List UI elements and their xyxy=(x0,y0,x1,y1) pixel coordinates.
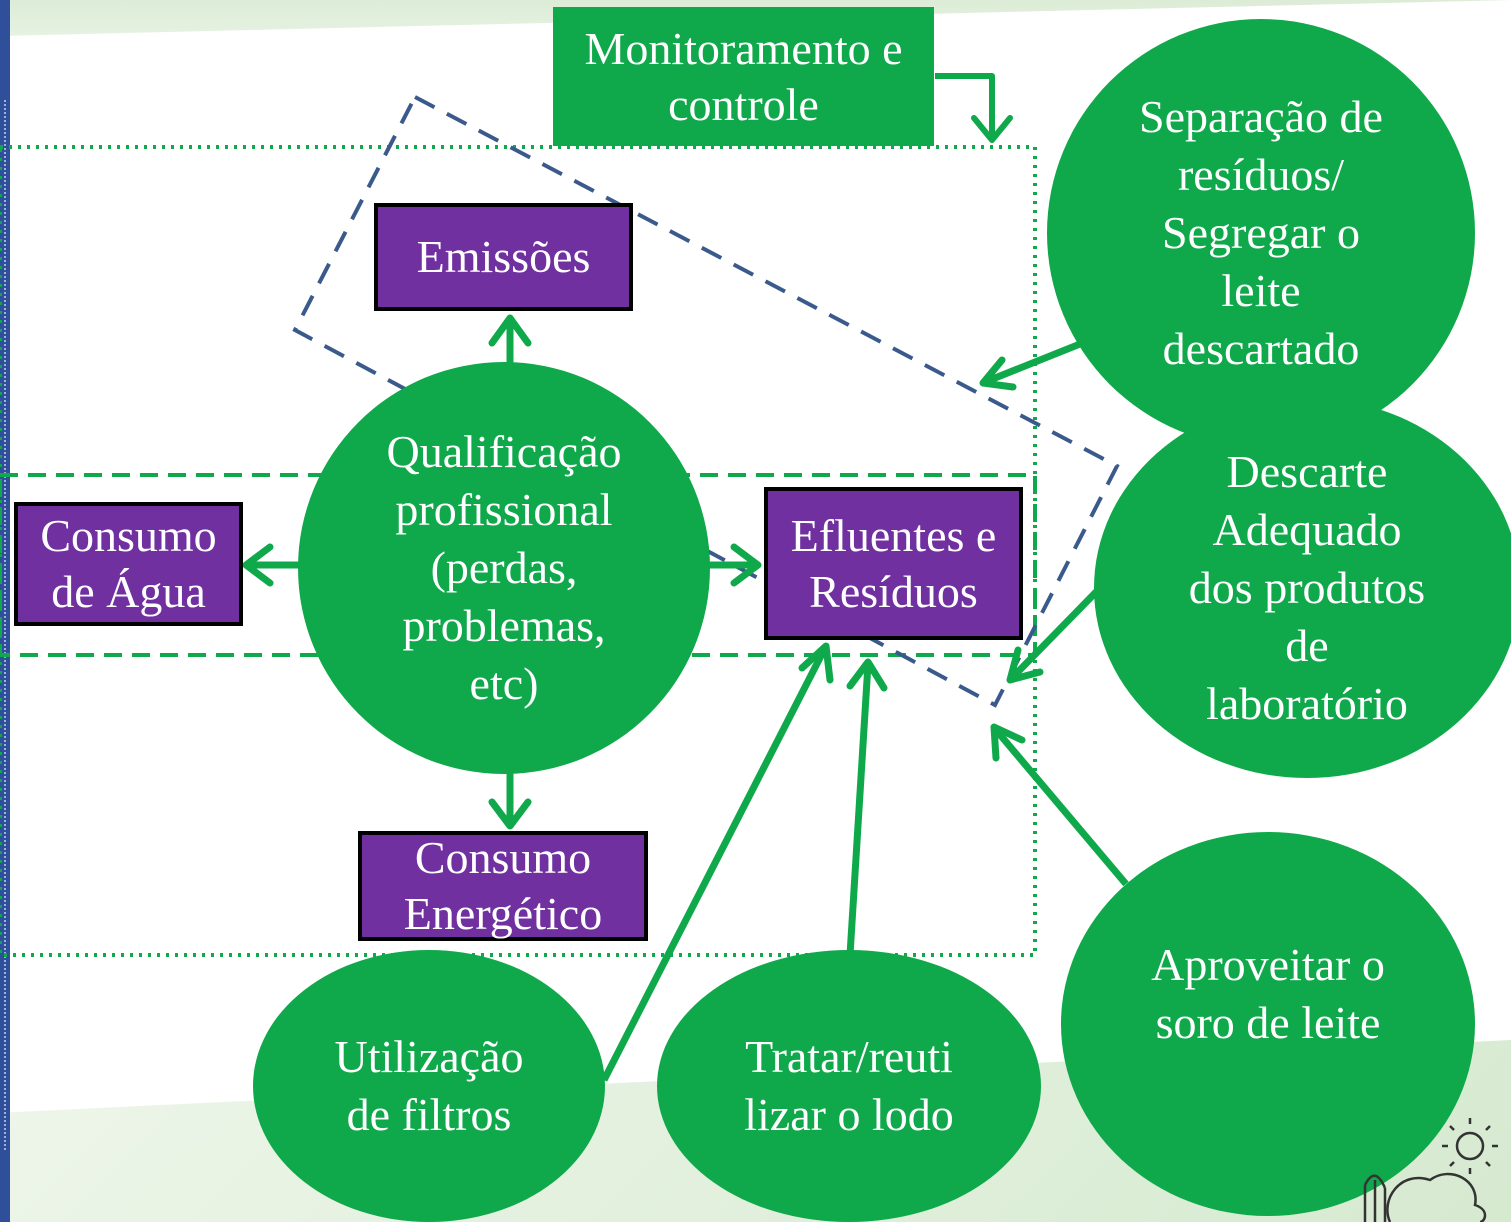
left-accent-dots xyxy=(4,100,8,1150)
node-efluentes-residuos: Efluentes e Resíduos xyxy=(764,487,1023,640)
arrowhead-consumo-agua xyxy=(242,543,274,587)
node-qualificacao-label: Qualificação profissional (perdas, probl… xyxy=(386,426,622,709)
node-consumo-energetico-label: Consumo Energético xyxy=(403,832,603,939)
arrow-from-aproveitar xyxy=(993,727,1129,887)
arrowhead-consumo-energetico xyxy=(488,798,532,830)
node-monitoramento: Monitoramento e controle xyxy=(553,7,934,146)
arrow-monitoramento xyxy=(935,73,995,138)
node-consumo-agua-label: Consumo de Água xyxy=(40,510,217,617)
arrowhead-filtros xyxy=(798,642,834,684)
node-lodo-label: Tratar/reuti lizar o lodo xyxy=(744,1031,954,1140)
node-filtros: Utilização de filtros xyxy=(253,950,605,1222)
arrow-from-descarte xyxy=(1009,587,1101,681)
arrowhead-monitoramento xyxy=(971,115,1013,143)
arrowhead-efluentes xyxy=(730,543,762,587)
arrow-from-filtros xyxy=(600,646,829,1082)
node-efluentes-residuos-label: Efluentes e Resíduos xyxy=(790,509,997,617)
arrowhead-descarte xyxy=(1006,646,1044,684)
dashed-blue-rectangle xyxy=(292,94,1120,708)
arrow-from-lodo xyxy=(846,663,872,956)
node-monitoramento-label: Monitoramento e controle xyxy=(584,22,903,130)
arrowhead-emissoes xyxy=(488,314,532,347)
node-consumo-energetico: Consumo Energético xyxy=(358,831,648,941)
node-lodo: Tratar/reuti lizar o lodo xyxy=(657,950,1041,1222)
node-aproveitar-label: Aproveitar o soro de leite xyxy=(1151,939,1385,1048)
arrowhead-aproveitar xyxy=(990,723,1026,762)
node-descarte-label: Descarte Adequado dos produtos de labora… xyxy=(1188,446,1426,729)
arrowhead-separacao xyxy=(979,356,1017,391)
node-consumo-agua: Consumo de Água xyxy=(14,502,243,626)
node-aproveitar: Aproveitar o soro de leite xyxy=(1061,832,1475,1216)
node-filtros-label: Utilização de filtros xyxy=(334,1031,524,1140)
node-separacao-label: Separação de resíduos/ Segregar o leite … xyxy=(1139,91,1383,374)
node-descarte: Descarte Adequado dos produtos de labora… xyxy=(1094,398,1511,778)
dotted-frame xyxy=(0,145,1037,957)
institution-logo xyxy=(1363,1118,1498,1222)
arrowhead-lodo xyxy=(846,658,888,692)
node-separacao: Separação de resíduos/ Segregar o leite … xyxy=(1047,19,1475,447)
node-emissoes-label: Emissões xyxy=(416,231,591,282)
node-emissoes: Emissões xyxy=(374,203,633,311)
node-qualificacao: Qualificação profissional (perdas, probl… xyxy=(298,362,710,774)
